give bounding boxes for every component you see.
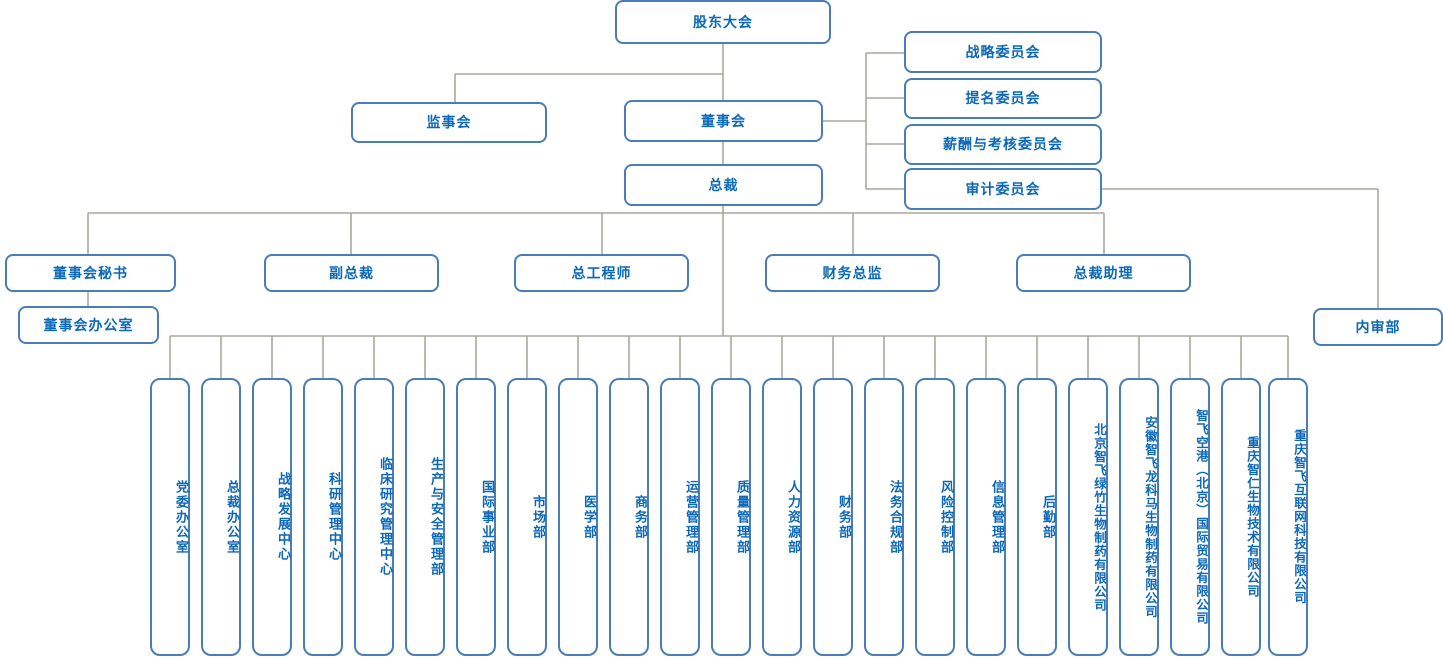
node-subsidiary[interactable]: 重庆智飞互联网科技有限公司: [1268, 378, 1308, 656]
node-department[interactable]: 商务部: [609, 378, 649, 656]
node-cfo[interactable]: 财务总监: [765, 254, 940, 292]
node-department[interactable]: 战略发展中心: [252, 378, 292, 656]
node-department[interactable]: 人力资源部: [762, 378, 802, 656]
node-subsidiary[interactable]: 智飞空港（北京）国际贸易有限公司: [1170, 378, 1210, 656]
node-department[interactable]: 质量管理部: [711, 378, 751, 656]
node-department[interactable]: 财务部: [813, 378, 853, 656]
node-department[interactable]: 生产与安全管理部: [405, 378, 445, 656]
node-department[interactable]: 总裁办公室: [201, 378, 241, 656]
node-board-secretary[interactable]: 董事会秘书: [5, 254, 176, 292]
node-nomination-committee[interactable]: 提名委员会: [904, 78, 1102, 119]
node-supervisory-board[interactable]: 监事会: [351, 102, 547, 143]
node-department[interactable]: 后勤部: [1017, 378, 1057, 656]
node-chief-engineer[interactable]: 总工程师: [514, 254, 689, 292]
node-department[interactable]: 临床研究管理中心: [354, 378, 394, 656]
node-board-of-directors[interactable]: 董事会: [624, 100, 823, 142]
node-president[interactable]: 总裁: [624, 164, 823, 206]
node-subsidiary[interactable]: 北京智飞绿竹生物制药有限公司: [1068, 378, 1108, 656]
node-remuneration-appraisal-committee[interactable]: 薪酬与考核委员会: [904, 124, 1102, 165]
node-department[interactable]: 运营管理部: [660, 378, 700, 656]
node-department[interactable]: 医学部: [558, 378, 598, 656]
node-strategy-committee[interactable]: 战略委员会: [904, 31, 1102, 73]
node-president-assistant[interactable]: 总裁助理: [1016, 254, 1191, 292]
node-subsidiary[interactable]: 重庆智仁生物技术有限公司: [1221, 378, 1261, 656]
node-shareholders-meeting[interactable]: 股东大会: [615, 0, 831, 44]
node-department[interactable]: 法务合规部: [864, 378, 904, 656]
node-department[interactable]: 科研管理中心: [303, 378, 343, 656]
node-department[interactable]: 风险控制部: [915, 378, 955, 656]
node-department[interactable]: 信息管理部: [966, 378, 1006, 656]
node-department[interactable]: 市场部: [507, 378, 547, 656]
node-internal-audit-department[interactable]: 内审部: [1313, 308, 1443, 346]
node-board-secretary-office[interactable]: 董事会办公室: [18, 306, 159, 344]
node-subsidiary[interactable]: 安徽智飞龙科马生物制药有限公司: [1119, 378, 1159, 656]
node-vice-president[interactable]: 副总裁: [264, 254, 439, 292]
node-department[interactable]: 国际事业部: [456, 378, 496, 656]
node-audit-committee[interactable]: 审计委员会: [904, 168, 1102, 210]
node-department[interactable]: 党委办公室: [150, 378, 190, 656]
